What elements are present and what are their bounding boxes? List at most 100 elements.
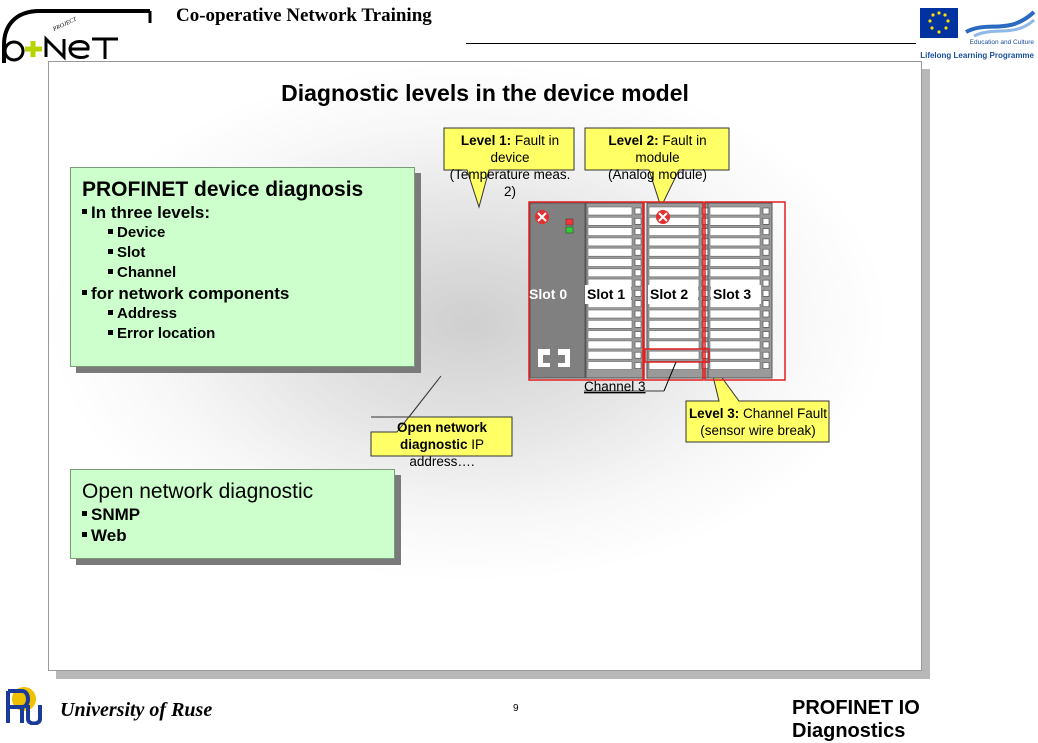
slot0-module — [529, 202, 586, 379]
channel-slot — [587, 258, 633, 267]
logo-small-text: PROJECT — [51, 16, 78, 33]
channel-slot — [709, 330, 761, 339]
list-item: In three levels: — [82, 202, 414, 223]
eu-caption-bottom: Lifelong Learning Programme — [920, 51, 1034, 60]
slide-panel: Diagnostic levels in the device model PR… — [48, 61, 922, 671]
terminal-led — [634, 228, 642, 235]
channel-slot — [587, 319, 633, 329]
list-item: Address — [82, 304, 414, 324]
terminal-led — [762, 351, 770, 359]
device-model-diagram: Slot 0 Slot 1 Slot 2 Slot 3 Channel 3 — [370, 127, 830, 457]
channel-slot — [587, 309, 633, 319]
channel-slot — [709, 206, 761, 216]
terminal-led — [762, 269, 770, 277]
terminal-led — [634, 341, 642, 349]
list-item: Error location — [82, 324, 414, 344]
channel-slot — [709, 340, 761, 350]
level2-callout-text: Level 2: Fault in module(Analog module) — [607, 133, 708, 182]
channel3-label: Channel 3 — [584, 379, 646, 394]
channel-slot — [587, 268, 633, 278]
channel-slot — [709, 237, 761, 247]
channel-slot — [648, 309, 700, 319]
terminal-led — [634, 320, 642, 328]
terminal-led — [762, 300, 770, 307]
terminal-led — [762, 238, 770, 246]
cnet-logo: PROJECT — [1, 9, 152, 63]
terminal-led — [634, 331, 642, 338]
channel-slot — [587, 330, 633, 339]
channel-slot — [709, 258, 761, 267]
ethernet-port-icon — [538, 349, 570, 367]
slot2-highlight — [643, 201, 704, 381]
header-rule — [466, 43, 916, 44]
level1-callout-text: Level 1: Fault in device(Temperature mea… — [449, 133, 571, 199]
channel-slot — [587, 217, 633, 226]
channel-slot — [709, 361, 761, 370]
eu-llp-logo: Education and Culture Lifelong Learning … — [920, 8, 1036, 60]
channel-slot — [587, 227, 633, 236]
device-diagnosis-title: PROFINET device diagnosis — [82, 178, 364, 201]
open-diagnostic-title: Open network diagnostic — [82, 480, 314, 503]
terminal-led — [634, 259, 642, 266]
terminal-led — [634, 351, 642, 359]
channel-slot — [648, 227, 700, 236]
footer-university: University of Ruse — [60, 699, 213, 721]
terminal-led — [762, 341, 770, 349]
terminal-led — [762, 310, 770, 318]
channel-slot — [648, 268, 700, 278]
channel-slot — [709, 217, 761, 226]
slot2-label: Slot 2 — [650, 286, 688, 302]
terminal-led — [634, 362, 642, 369]
terminal-led — [634, 279, 642, 287]
channel-slot — [587, 247, 633, 257]
open-diagnostic-box: Open network diagnostic SNMP Web — [70, 469, 395, 559]
channel-slot — [709, 319, 761, 329]
level2-callout-bubble — [584, 127, 730, 209]
list-item: Web — [82, 525, 394, 546]
terminal-led — [762, 218, 770, 225]
slot0-label: Slot 0 — [529, 286, 567, 302]
channel-slot — [648, 319, 700, 329]
terminal-led — [762, 290, 770, 297]
fault-x-icon — [535, 210, 549, 224]
list-item: for network components — [82, 283, 414, 304]
terminal-led — [762, 248, 770, 256]
channel-slot — [648, 217, 700, 226]
channel-slot — [709, 227, 761, 236]
channel-slot — [648, 350, 700, 360]
slot3-highlight — [704, 201, 786, 381]
terminal-led — [762, 279, 770, 287]
terminal-led — [634, 310, 642, 318]
channel-slot — [648, 206, 700, 216]
header-title: Co-operative Network Training — [176, 5, 432, 26]
level3-callout-text: Level 3: Channel Fault(sensor wire break… — [688, 406, 828, 438]
fault-x-icon — [656, 210, 670, 224]
eu-stars-icon — [928, 11, 950, 34]
channel-slot — [587, 350, 633, 360]
channel-slot — [587, 361, 633, 370]
slide-title: Diagnostic levels in the device model — [281, 80, 689, 106]
page-number: 9 — [513, 703, 519, 714]
channel-slot — [709, 247, 761, 257]
university-logo — [6, 687, 42, 725]
status-led-green — [565, 226, 574, 234]
terminal-led — [634, 218, 642, 225]
status-led-red — [565, 218, 574, 226]
list-item: Device — [82, 223, 414, 243]
terminal-led — [634, 269, 642, 277]
channel-slot — [648, 237, 700, 247]
footer-course-title: PROFINET IO Diagnostics — [792, 697, 920, 742]
terminal-led — [762, 362, 770, 369]
channel-slot — [648, 330, 700, 339]
list-item: Slot — [82, 243, 414, 263]
channel-slot — [709, 350, 761, 360]
terminal-led — [762, 320, 770, 328]
terminal-led — [762, 331, 770, 338]
slot3-label: Slot 3 — [713, 286, 751, 302]
channel-slot — [587, 237, 633, 247]
channel-slot — [587, 340, 633, 350]
channel-slot — [709, 309, 761, 319]
channel-slot — [648, 340, 700, 350]
channel3-leader — [663, 361, 677, 392]
